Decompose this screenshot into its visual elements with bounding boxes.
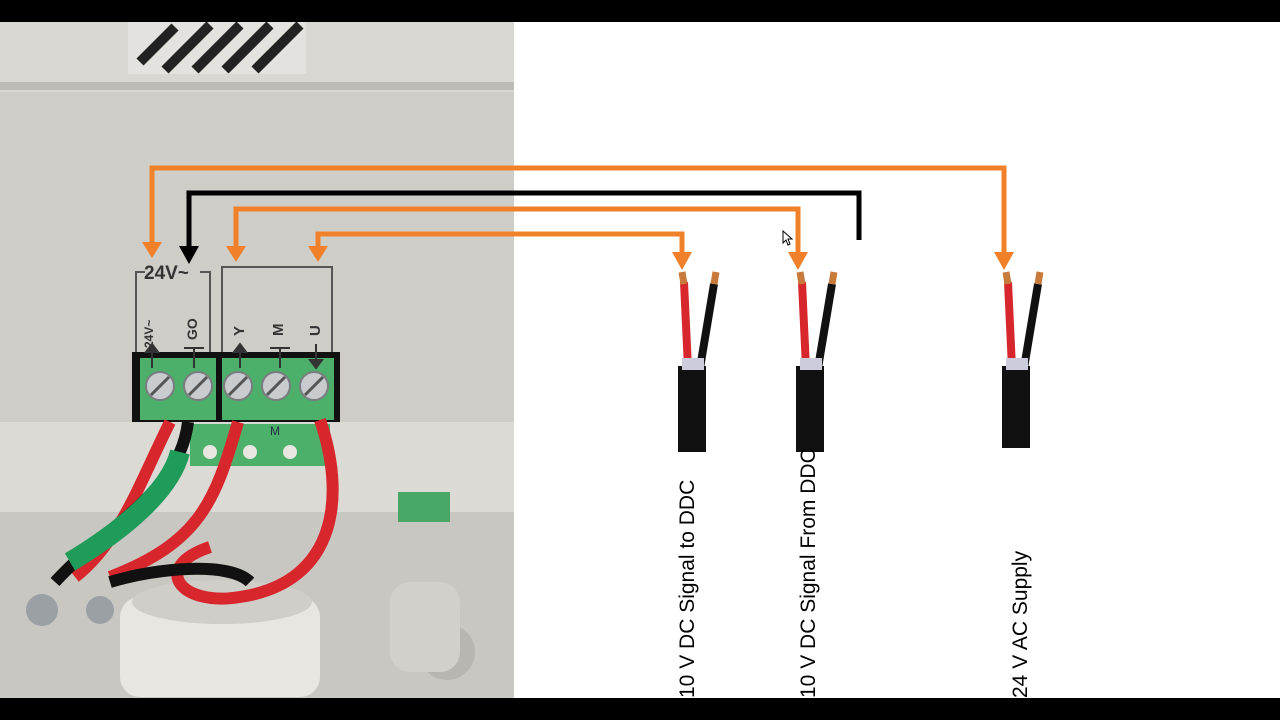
letterbox-top <box>0 0 1280 22</box>
label-signal-to-ddc: 10 V DC Signal to DDC <box>676 479 699 698</box>
terminal-group-power-label: 24V~ <box>144 263 189 284</box>
board-m-label: M <box>270 424 280 438</box>
actuator-photo: 24V~ 24V~ GO Y M U M <box>0 22 514 698</box>
cable-signal-from-ddc <box>796 271 838 452</box>
label-signal-from-ddc: 10 V DC Signal From DDC <box>797 448 820 698</box>
terminal-symbols <box>144 342 324 370</box>
slide: 24V~ 24V~ GO Y M U M <box>0 22 1280 698</box>
cable-signal-to-ddc <box>678 271 720 452</box>
mouse-cursor-icon <box>782 230 794 246</box>
label-24v-ac-supply: 24 V AC Supply <box>1009 550 1032 698</box>
letterbox-bottom <box>0 698 1280 720</box>
cable-24v-ac-supply <box>1002 271 1044 448</box>
